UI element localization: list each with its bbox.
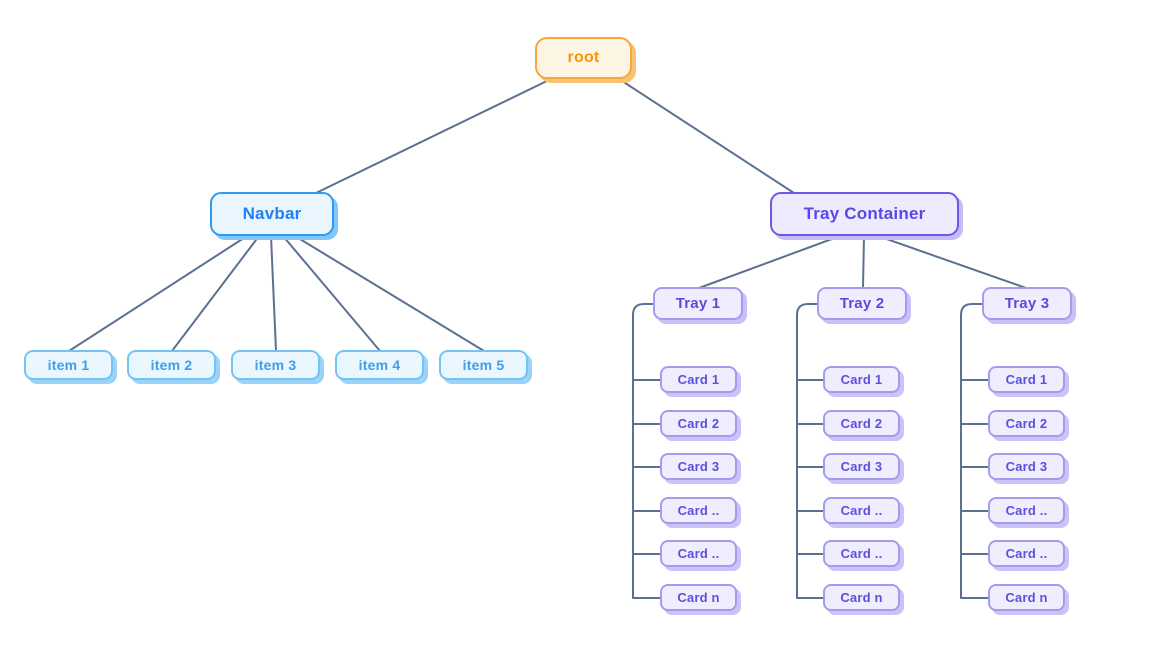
node-tray-1-card-2: Card 2 (660, 410, 737, 437)
node-tray-3-card-2: Card 2 (988, 410, 1065, 437)
node-item-1: item 1 (24, 350, 113, 380)
node-tray-2-card-3: Card 3 (823, 453, 900, 480)
node-root: root (535, 37, 632, 79)
node-navbar: Navbar (210, 192, 334, 236)
node-tray-2-card-2: Card 2 (823, 410, 900, 437)
edge-root-tray-container (618, 78, 795, 194)
node-tray-1-card-1: Card 1 (660, 366, 737, 393)
edge-tray-container-tray-2 (862, 235, 865, 289)
node-tray-3: Tray 3 (982, 287, 1072, 320)
edge-navbar-item-5 (294, 235, 485, 352)
node-item-3: item 3 (231, 350, 320, 380)
bracket-tray-3-cards (960, 303, 991, 599)
node-tray-1-card-n: Card n (660, 584, 737, 611)
node-tray-3-card-5: Card .. (988, 540, 1065, 567)
node-tray-3-card-4: Card .. (988, 497, 1065, 524)
node-tray-2-card-n: Card n (823, 584, 900, 611)
node-tray-3-card-3: Card 3 (988, 453, 1065, 480)
bracket-tray-2-cards (796, 303, 826, 599)
node-tray-2-card-5: Card .. (823, 540, 900, 567)
edge-navbar-item-1 (68, 235, 248, 352)
node-tray-1-card-4: Card .. (660, 497, 737, 524)
node-tray-1: Tray 1 (653, 287, 743, 320)
edge-tray-container-tray-1 (698, 235, 841, 289)
node-tray-1-card-3: Card 3 (660, 453, 737, 480)
node-item-5: item 5 (439, 350, 528, 380)
node-tray-2-card-4: Card .. (823, 497, 900, 524)
node-tray-2-card-1: Card 1 (823, 366, 900, 393)
node-tray-container: Tray Container (770, 192, 959, 236)
node-tray-2: Tray 2 (817, 287, 907, 320)
node-tray-1-card-5: Card .. (660, 540, 737, 567)
edge-navbar-item-3 (270, 235, 277, 352)
node-item-2: item 2 (127, 350, 216, 380)
edge-navbar-item-2 (171, 235, 260, 352)
edge-navbar-item-4 (282, 235, 381, 352)
edge-tray-container-tray-3 (877, 235, 1027, 289)
bracket-tray-1-cards (632, 303, 663, 599)
node-tray-3-card-n: Card n (988, 584, 1065, 611)
node-item-4: item 4 (335, 350, 424, 380)
edge-root-navbar (315, 78, 552, 194)
node-tray-3-card-1: Card 1 (988, 366, 1065, 393)
